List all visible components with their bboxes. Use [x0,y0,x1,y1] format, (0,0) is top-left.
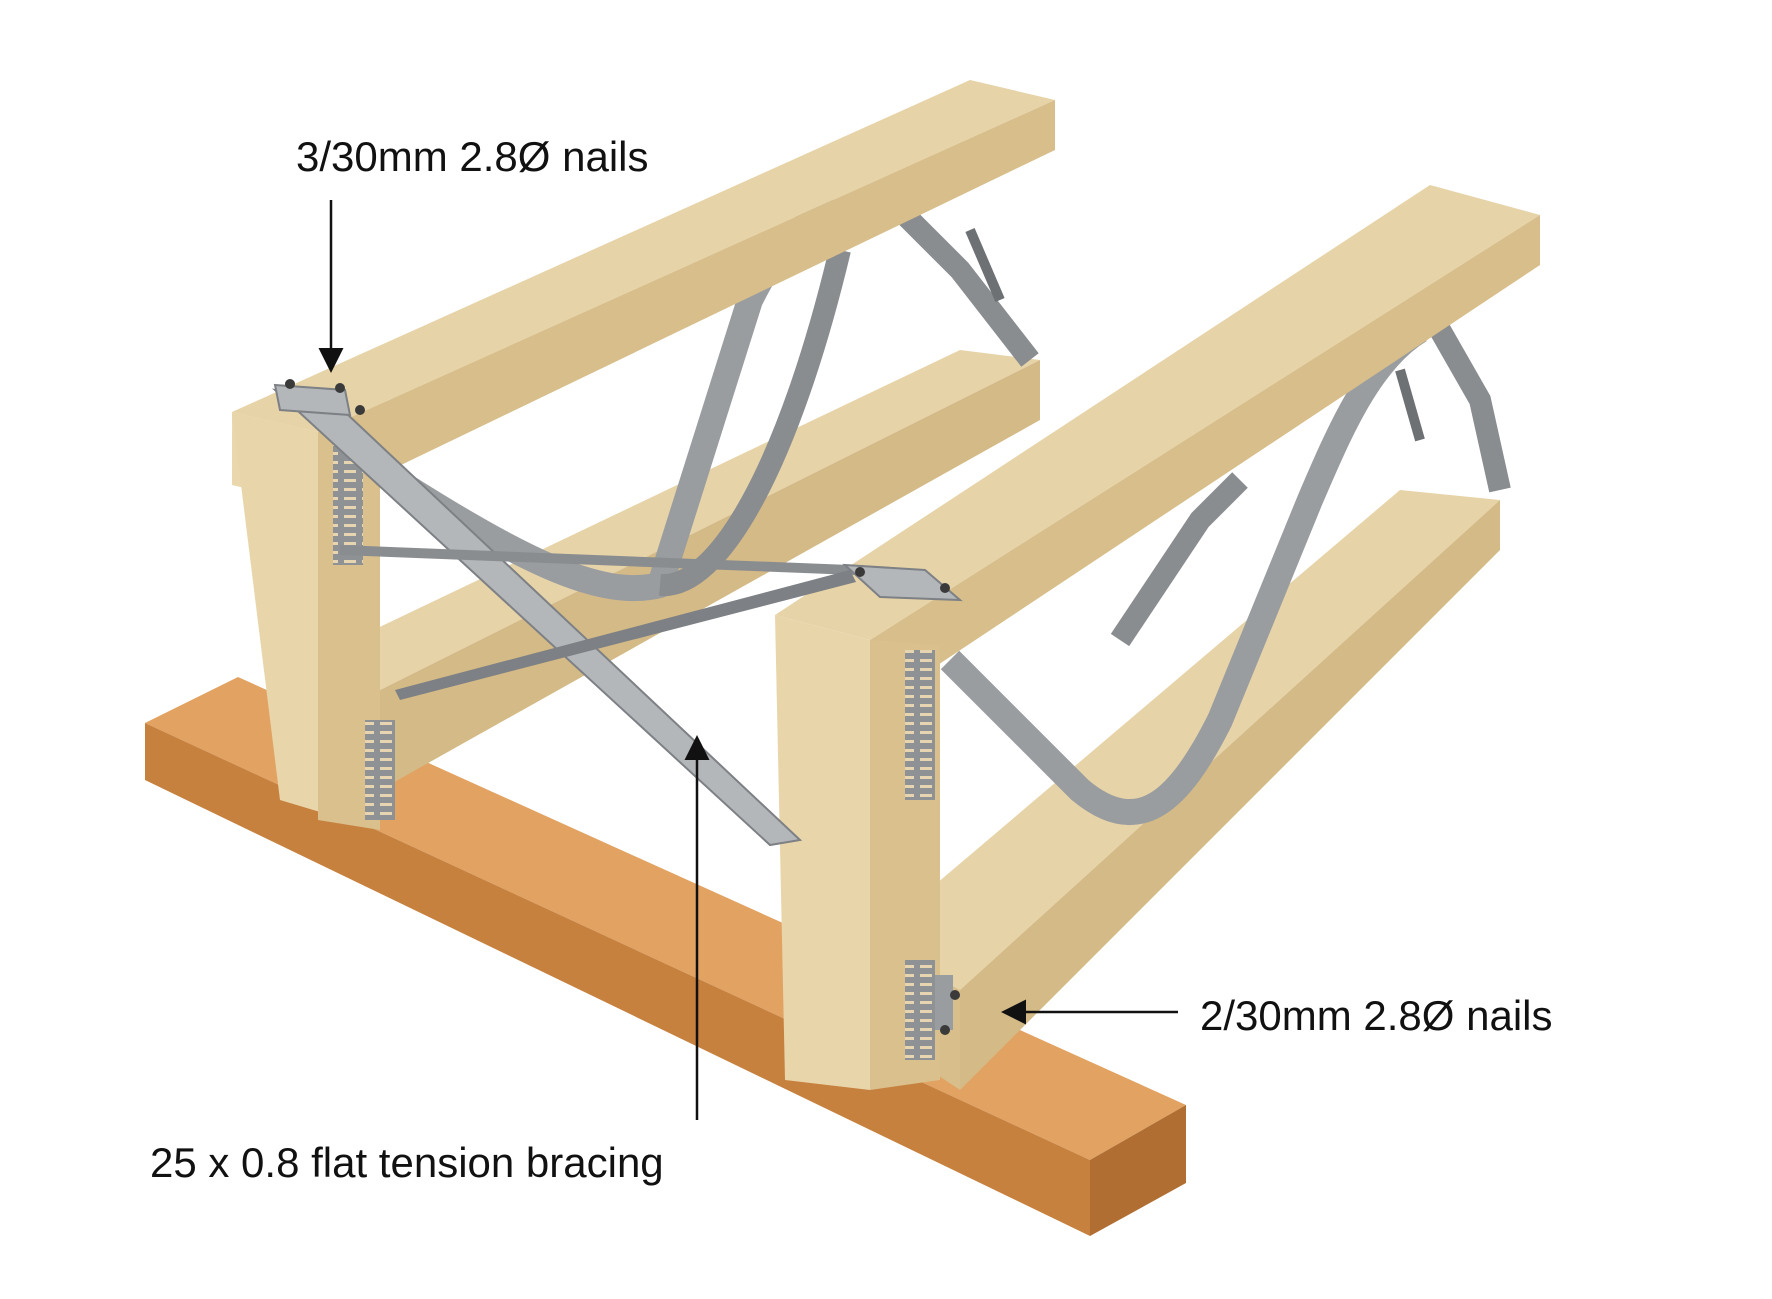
top-nails-callout: 3/30mm 2.8Ø nails [296,133,649,180]
nail-heads [285,379,960,1035]
left-joist-top-chord [232,80,1055,505]
right-joist-top-chord [775,185,1540,710]
bracing-callout: 25 x 0.8 flat tension bracing [150,1139,664,1186]
right-joist-end-post [775,615,953,1090]
left-joist-end-post [232,412,395,830]
tension-bracing-strap [271,383,963,847]
right-nails-callout: 2/30mm 2.8Ø nails [1200,992,1553,1039]
